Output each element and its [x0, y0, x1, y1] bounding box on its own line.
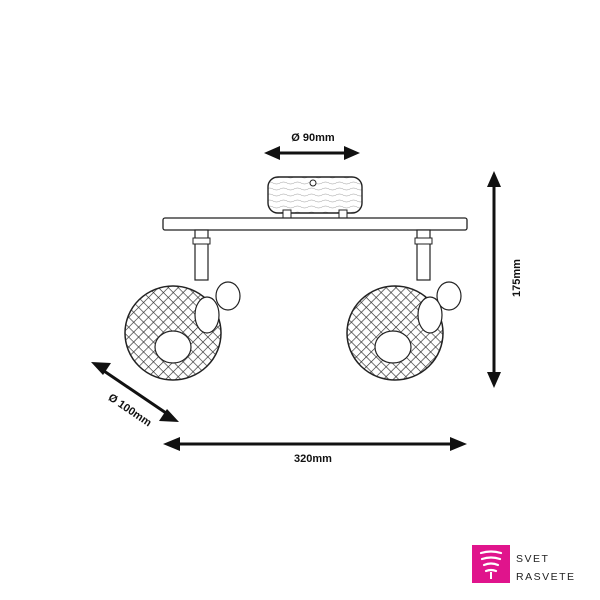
shade-diameter-arrow: [91, 362, 179, 422]
width-label: 320mm: [294, 453, 332, 465]
ceiling-canopy: [267, 176, 363, 219]
right-spot-arm: [414, 229, 433, 281]
right-mesh-shade: [346, 281, 462, 381]
lightbulb-logo-icon: [472, 545, 510, 583]
shade-diameter-label: Ø 100mm: [106, 392, 154, 430]
height-label: 175mm: [511, 259, 523, 297]
left-spot-arm: [192, 229, 211, 281]
left-mesh-shade: [124, 281, 241, 381]
height-arrow: [487, 171, 501, 388]
canopy-diameter-label: Ø 90mm: [291, 132, 335, 144]
logo-text-line1: SVET: [516, 553, 549, 565]
logo-text-line2: RASVETE: [516, 571, 576, 583]
canopy-diameter-arrow: [264, 146, 360, 160]
width-arrow: [163, 437, 467, 451]
crossbar: [162, 217, 468, 231]
